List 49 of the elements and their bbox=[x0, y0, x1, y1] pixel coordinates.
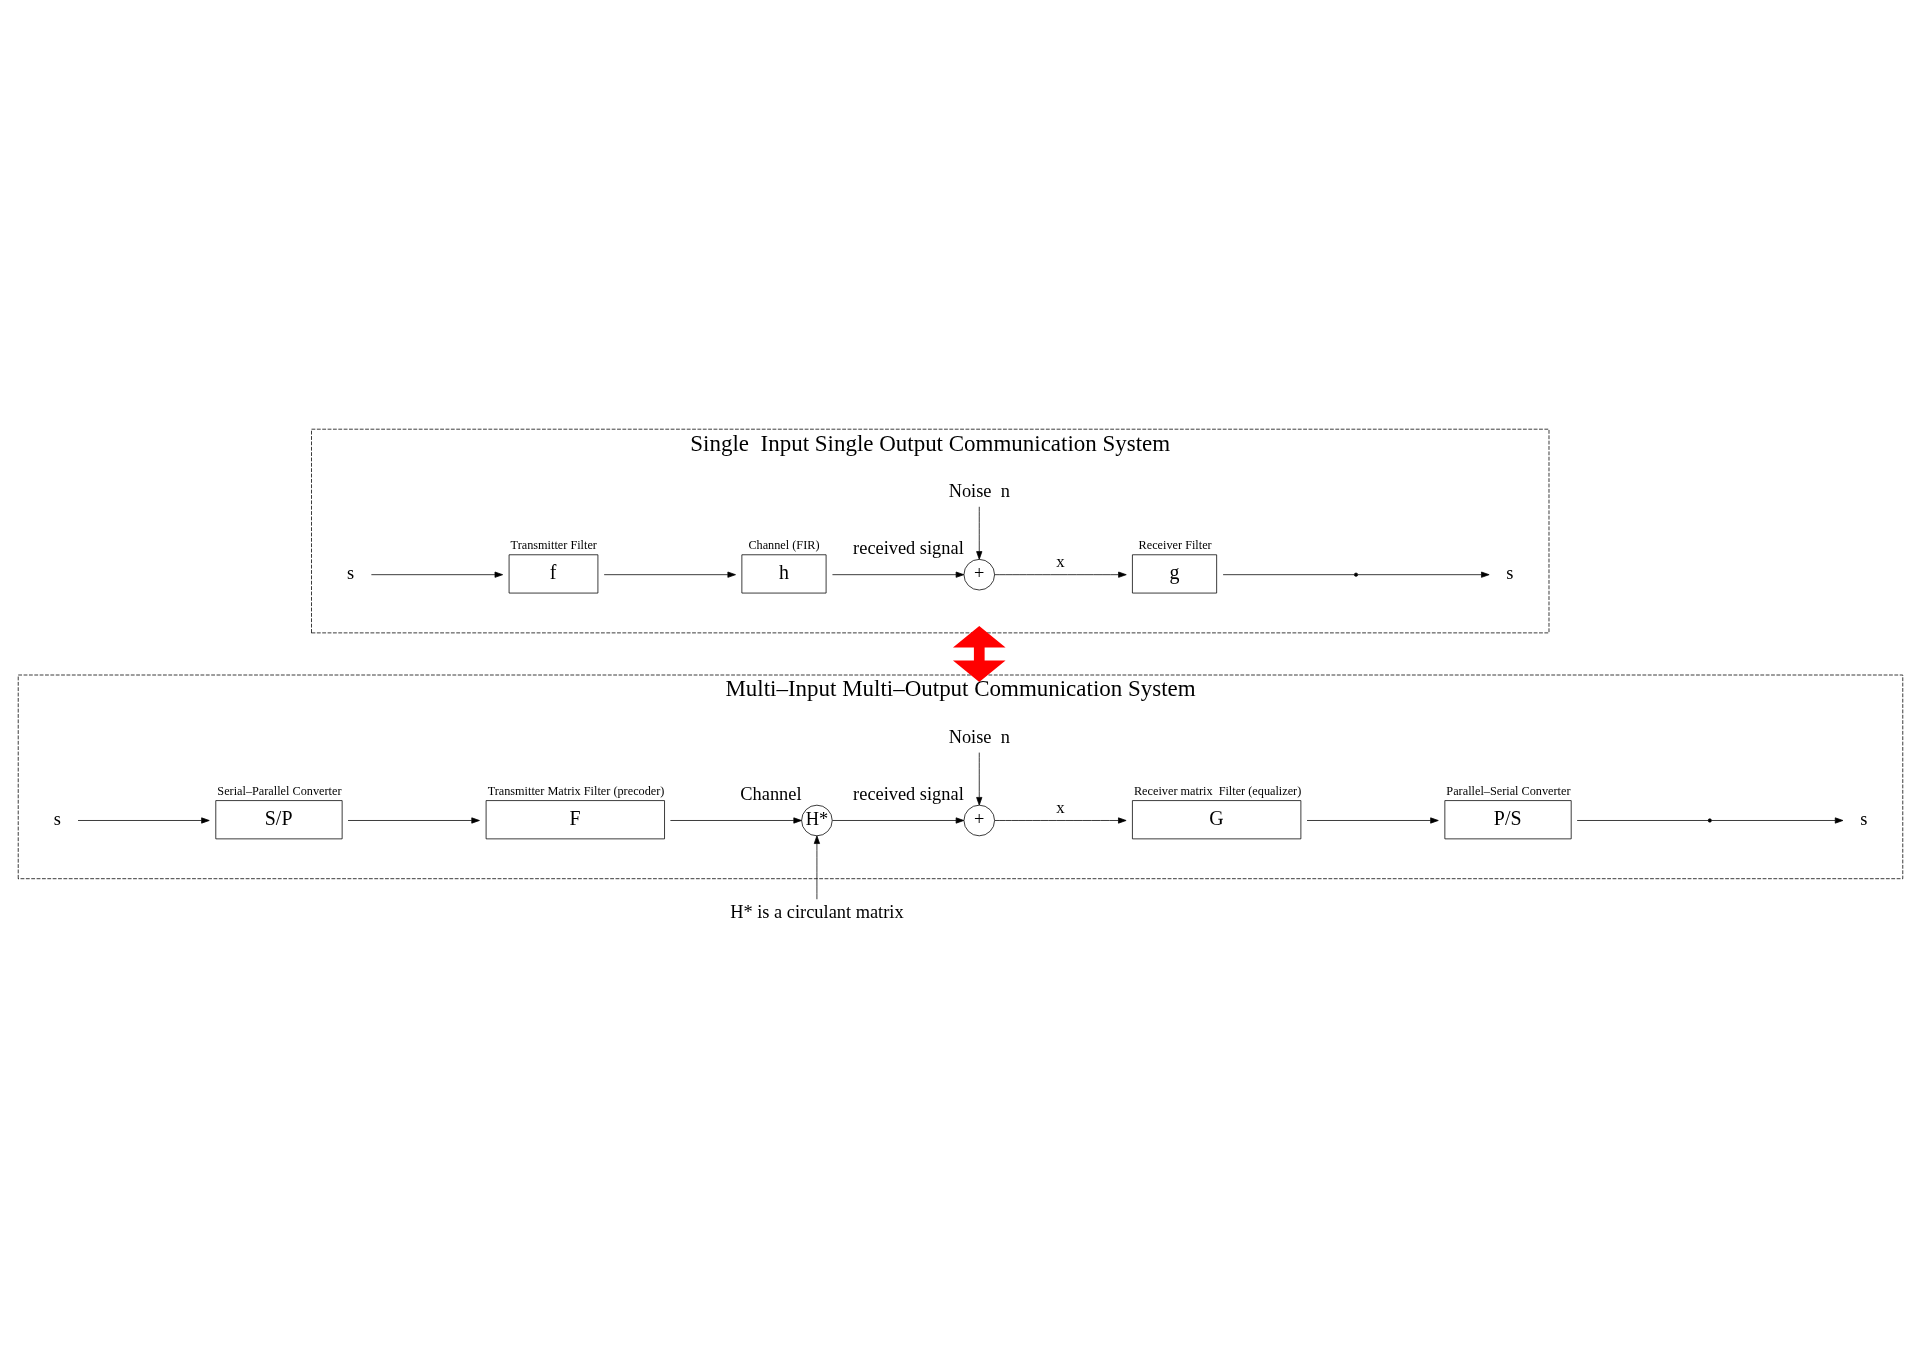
arrow bbox=[1306, 817, 1439, 824]
node-switch bbox=[1707, 818, 1712, 823]
arrow bbox=[347, 817, 480, 824]
connector bbox=[1222, 574, 1355, 576]
arrow bbox=[952, 625, 1006, 682]
node-label: Channel bbox=[740, 783, 802, 804]
connector bbox=[1576, 820, 1709, 821]
node-text: s bbox=[1860, 809, 1868, 830]
node-box: g bbox=[1132, 554, 1218, 594]
node-text: Noise n bbox=[948, 727, 1010, 748]
node-label: received signal bbox=[853, 783, 964, 804]
node-label: Receiver Filter bbox=[1138, 538, 1212, 553]
node-box: P/S bbox=[1444, 800, 1572, 840]
node-switch bbox=[1353, 572, 1359, 577]
arrow bbox=[1711, 817, 1844, 824]
node-label: Transmitter Filter bbox=[510, 538, 597, 553]
arrow bbox=[603, 571, 736, 578]
node-label: received signal bbox=[853, 538, 964, 559]
node-text: H* is a circulant matrix bbox=[730, 901, 904, 922]
node-label: Channel (FIR) bbox=[748, 538, 820, 553]
edge-label: x bbox=[1056, 798, 1065, 818]
node-label: Receiver matrix Filter (equalizer) bbox=[1133, 784, 1302, 799]
arrow bbox=[976, 752, 983, 806]
arrow bbox=[994, 571, 1127, 578]
node-text: s bbox=[346, 563, 355, 584]
node-box: f bbox=[508, 554, 599, 594]
arrow bbox=[77, 817, 210, 824]
node-box: h bbox=[741, 554, 827, 594]
node-box: F bbox=[485, 800, 665, 840]
node-box: S/P bbox=[215, 800, 343, 840]
node-circle: H* bbox=[801, 804, 833, 837]
arrow bbox=[994, 817, 1127, 824]
arrow bbox=[813, 835, 820, 900]
node-circle: + bbox=[963, 804, 995, 837]
node-box: G bbox=[1132, 800, 1302, 840]
arrow bbox=[670, 817, 802, 824]
node-text: s bbox=[1506, 563, 1514, 584]
node-label: Serial–Parallel Converter bbox=[217, 784, 342, 799]
node-text: s bbox=[53, 809, 61, 830]
arrow bbox=[976, 506, 983, 560]
edge-label: x bbox=[1056, 552, 1065, 572]
arrow bbox=[832, 817, 965, 824]
node-text: Noise n bbox=[948, 481, 1010, 502]
node-circle: + bbox=[963, 559, 995, 591]
node-label: Parallel–Serial Converter bbox=[1446, 784, 1571, 799]
node-label: Transmitter Matrix Filter (precoder) bbox=[487, 784, 665, 799]
arrow bbox=[371, 571, 503, 578]
arrow bbox=[832, 571, 965, 578]
arrow bbox=[1357, 571, 1490, 578]
